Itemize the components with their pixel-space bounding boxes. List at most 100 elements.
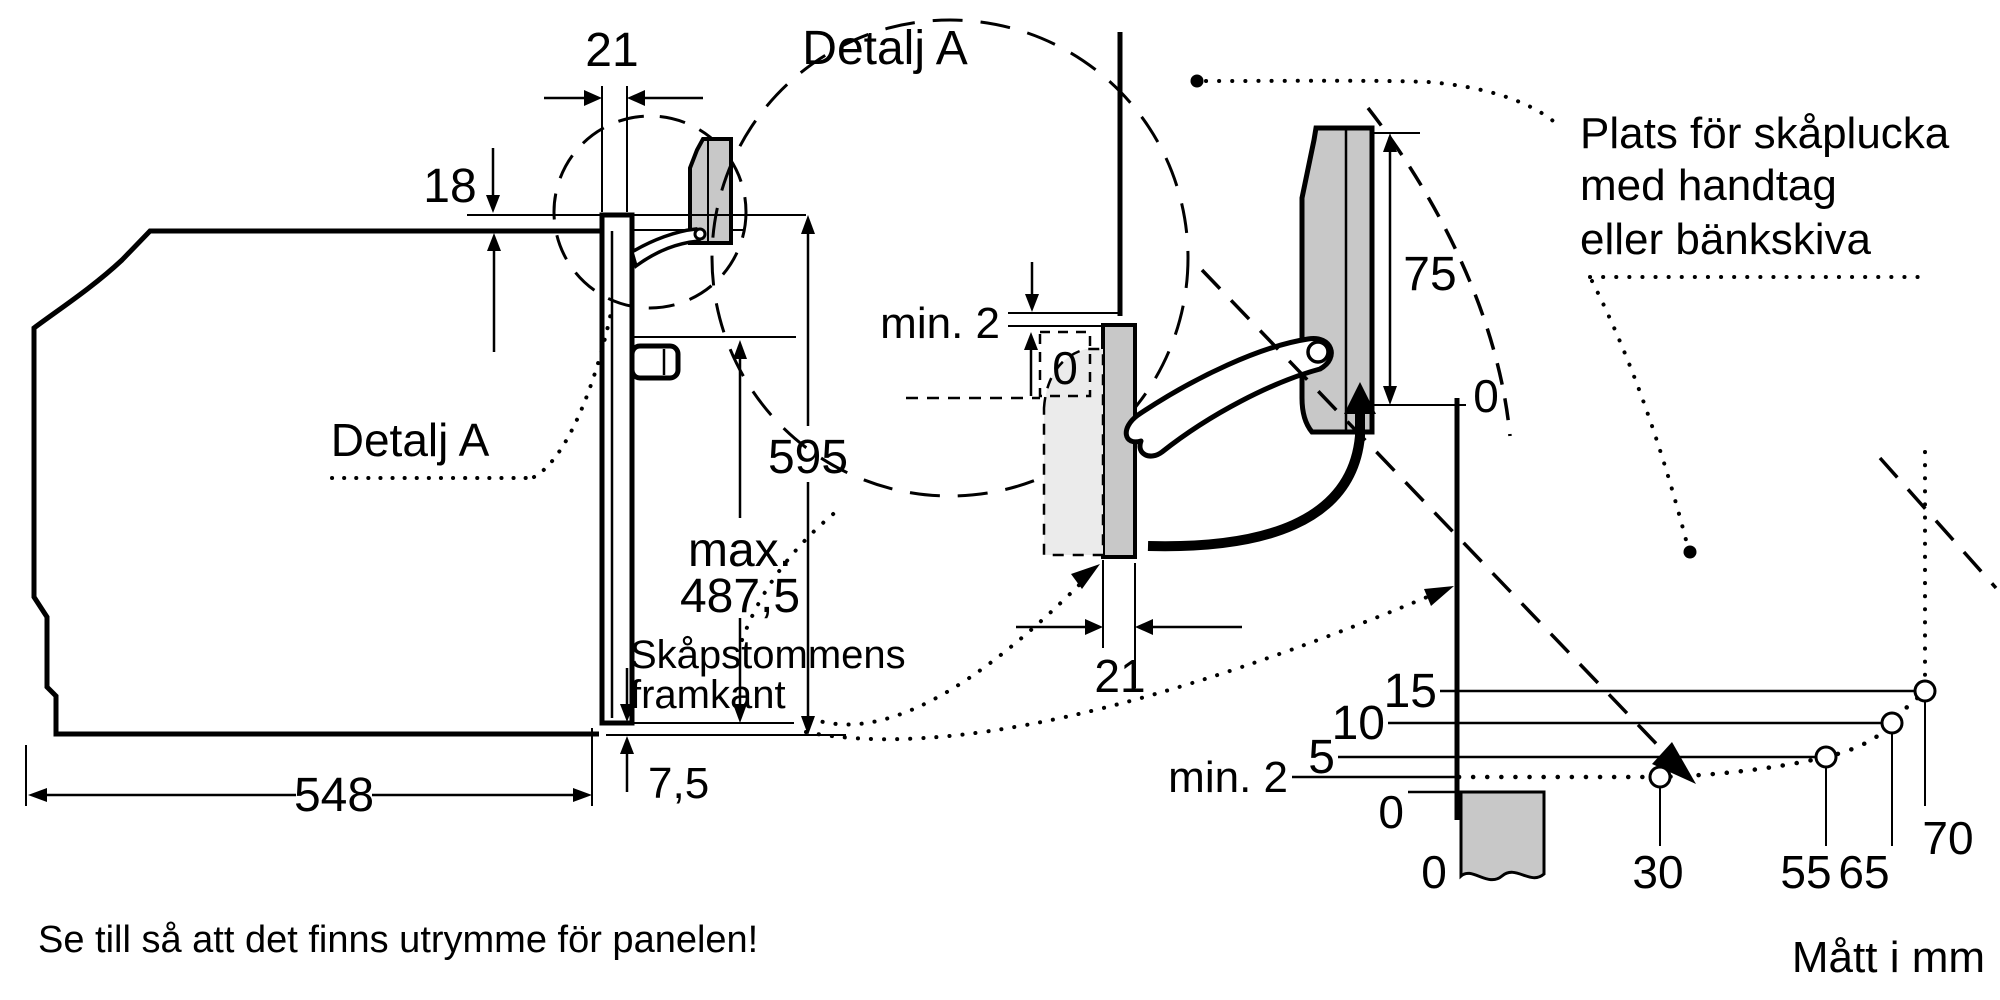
hinge-arm (1123, 336, 1334, 459)
leader-dotted-top (1204, 78, 1562, 129)
arrowhead (1135, 619, 1153, 635)
arrowhead (573, 788, 592, 802)
mini-detail-boundary (552, 114, 748, 310)
arrowhead (486, 195, 500, 213)
dim-548-label: 548 (294, 769, 374, 822)
x-label-0: 0 (1421, 846, 1447, 898)
mini-hinge-arm (629, 227, 702, 269)
door-swing-dashed-arc (1366, 106, 1512, 437)
leader-arrowhead (1071, 564, 1100, 589)
arrowhead (487, 233, 501, 251)
zero-dashed-box (1038, 330, 1092, 398)
zero-box-label: 0 (1052, 342, 1078, 394)
data-point-65 (1880, 711, 1904, 735)
leader-arrowhead (1424, 586, 1454, 606)
x-label-30: 30 (1632, 846, 1683, 898)
rotation-arrow-shaft (1147, 410, 1365, 552)
dim-21-top-label: 21 (585, 24, 638, 77)
cabinet-front-note-leaders (740, 504, 1454, 742)
detail-a-reference: Detalj A (330, 306, 614, 480)
door-space-note-leaders (1190, 74, 1932, 678)
leader-dotted-to-detail (740, 504, 845, 642)
data-point-30 (1648, 765, 1672, 789)
x-label-55: 55 (1780, 846, 1831, 898)
panel-silhouette (1042, 347, 1105, 557)
leader-end-dot (1190, 74, 1204, 88)
y-label-0: 0 (1378, 786, 1404, 838)
skap-note-line1: Skåpstommens (630, 633, 906, 677)
arrowhead (801, 716, 815, 735)
skap-note-line2: framkant (630, 673, 786, 717)
detail-a-ref-label: Detalj A (331, 414, 490, 466)
oven-body-outline (31, 228, 601, 737)
dim-max-label: max. (688, 524, 792, 577)
dashed-segment-right (1878, 456, 1998, 590)
oven-side-view (31, 212, 681, 737)
arrowhead (801, 215, 815, 234)
arrowhead (733, 704, 747, 723)
oven-handle (629, 343, 681, 381)
dim-595-label: 595 (768, 431, 848, 484)
mini-detail-circle (552, 114, 748, 310)
detail-to-chart-dashed-leader (1200, 106, 1998, 784)
cabinet-wall-section (1459, 790, 1546, 882)
arrowhead (1383, 133, 1397, 152)
arrowhead (1383, 386, 1397, 405)
dashed-leader-arrowhead (1652, 742, 1696, 784)
min2-label: min. 2 (880, 299, 1000, 348)
arrowhead (1025, 294, 1039, 312)
dim-7-5-label: 7,5 (648, 759, 709, 808)
detail-a-view (710, 18, 1376, 559)
y-label-min2: min. 2 (1168, 753, 1288, 802)
cabinet-front-note: Skåpstommens framkant (630, 633, 906, 717)
plats-note-line2: med handtag (1580, 161, 1837, 210)
dashed-leader-line (1200, 268, 1670, 758)
arrowhead (28, 788, 47, 802)
dim-595: 595 (768, 215, 848, 735)
y-label-15: 15 (1384, 665, 1437, 718)
arrowhead (1024, 332, 1038, 350)
gap-chart: 15 10 5 min. 2 0 0 30 55 65 70 (1168, 398, 1974, 898)
units-note: Mått i mm (1792, 933, 1985, 982)
dim-21-detail-label: 21 (1094, 650, 1145, 702)
detail-a-title: Detalj A (802, 22, 967, 75)
y-label-10: 10 (1332, 697, 1385, 750)
zero-ref-label: 0 (1473, 370, 1499, 422)
oven-door (599, 212, 635, 726)
x-label-70: 70 (1922, 812, 1973, 864)
label-mask (776, 426, 840, 482)
hinge-pivot (1306, 340, 1330, 364)
data-point-55 (1814, 745, 1838, 769)
dim-21-detail: 21 (1016, 560, 1242, 702)
door-space-note: Plats för skåplucka med handtag eller bä… (1580, 109, 1950, 264)
x-label-65: 65 (1838, 846, 1889, 898)
arrowhead (620, 736, 634, 754)
chart-dotted-curve (1456, 688, 1928, 780)
dim-75: 75 0 (1374, 132, 1499, 422)
dim-min2-0: min. 2 0 (880, 262, 1120, 400)
y-label-5: 5 (1308, 731, 1335, 784)
leader-dotted-down (1590, 279, 1688, 542)
dim-75-label: 75 (1403, 248, 1456, 301)
dim-max-487-5: max. 487,5 (634, 336, 800, 723)
arrowhead (1085, 619, 1103, 635)
dim-21-top: 21 (544, 24, 703, 212)
dim-548: 548 (25, 728, 593, 822)
plats-note-line1: Plats för skåplucka (1580, 109, 1950, 158)
mini-hinge-pivot (693, 227, 707, 241)
arrowhead (584, 90, 602, 106)
dim-7-5: 7,5 (606, 668, 846, 808)
leader-dotted-to-chart (804, 588, 1446, 742)
arrowhead (733, 340, 747, 359)
leader-end-dot (1683, 545, 1697, 559)
rotation-arrowhead (1344, 382, 1376, 414)
detail-a-boundary (710, 18, 1190, 498)
panel-clearance-note: Se till så att det finns utrymme för pan… (38, 919, 758, 961)
detail-ref-leader-dotted (532, 306, 614, 479)
dim-18-label: 18 (423, 160, 476, 213)
arrowhead (627, 90, 645, 106)
dim-487-5-label: 487,5 (680, 570, 800, 623)
dim-18: 18 (423, 148, 806, 352)
